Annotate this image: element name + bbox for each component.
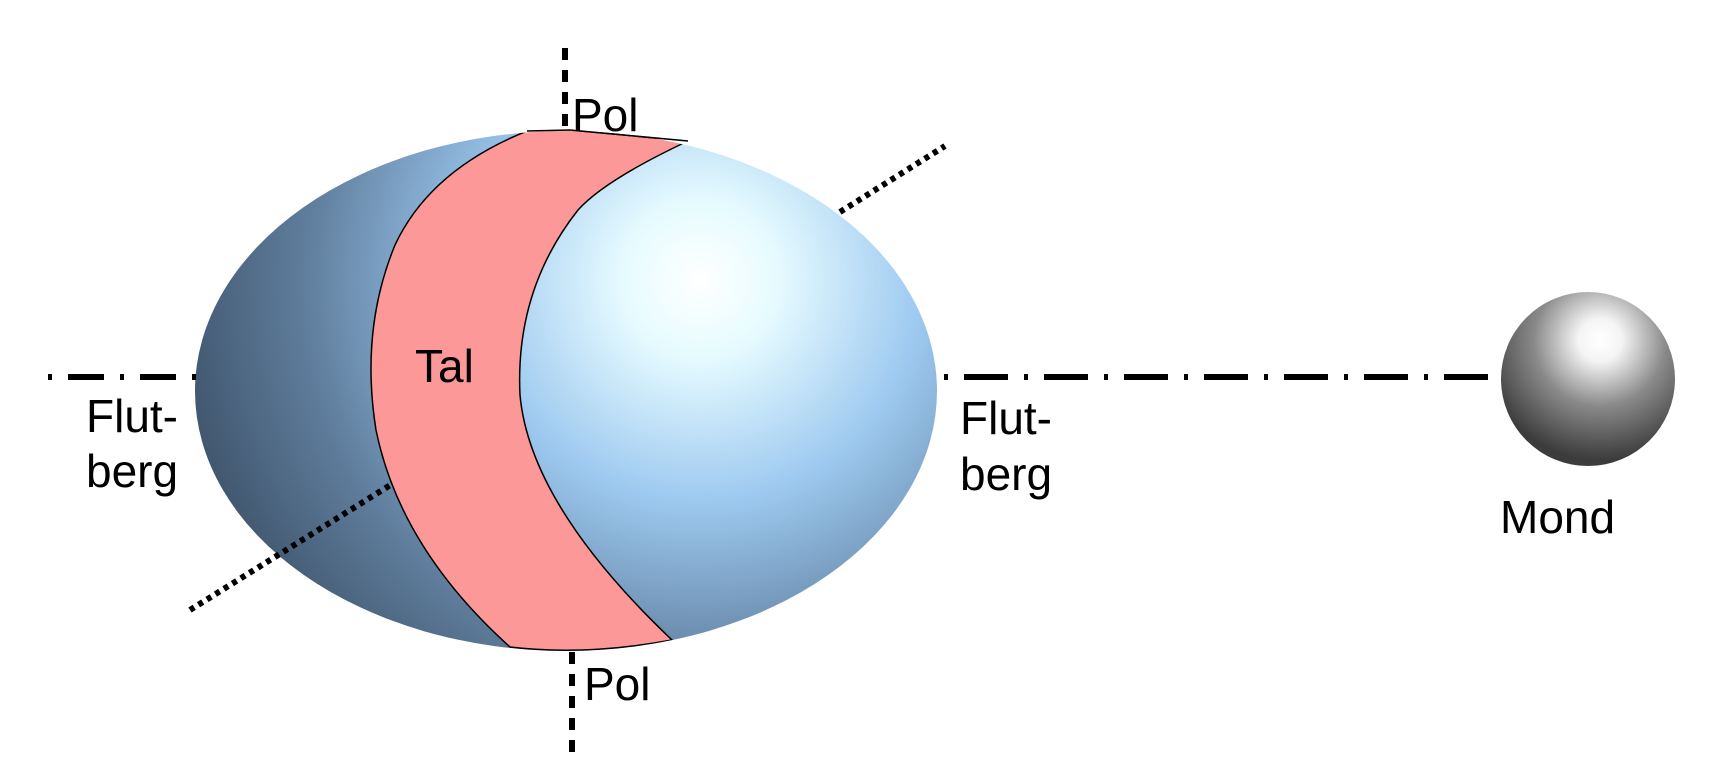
valley-label: Tal	[415, 340, 474, 392]
bulge-left-label-line1: Flut-	[86, 390, 178, 442]
pole-bottom-label: Pol	[584, 658, 650, 710]
rotation-axis-upper	[838, 143, 947, 215]
valley-band-top-cap	[526, 129, 689, 142]
earth-ellipsoid	[195, 131, 937, 651]
moon-label: Mond	[1500, 491, 1615, 543]
valley-band	[370, 131, 691, 651]
pole-top-label: Pol	[572, 89, 638, 141]
bulge-left-label-line2: berg	[86, 445, 178, 497]
bulge-right-label-line1: Flut-	[960, 392, 1052, 444]
moon-sphere	[1501, 292, 1675, 466]
bulge-right-label-line2: berg	[960, 448, 1052, 500]
